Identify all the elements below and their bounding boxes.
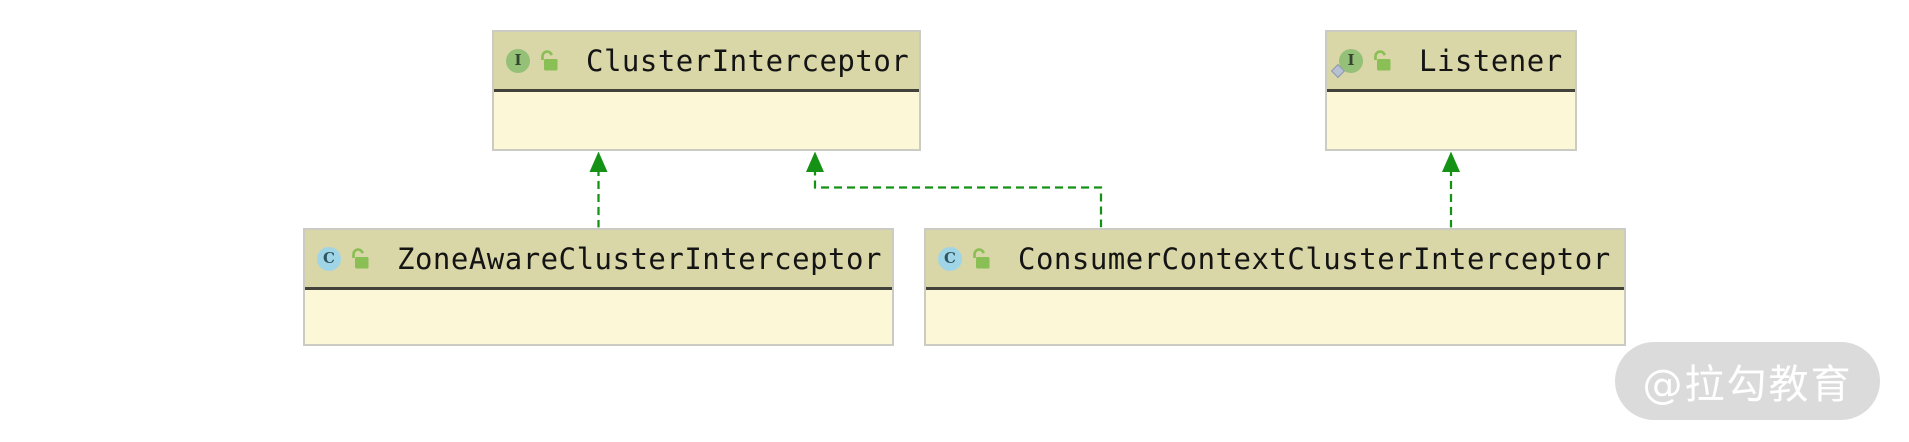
- fields-compartment: [305, 290, 892, 344]
- node-header: I ClusterInterceptor: [494, 32, 919, 92]
- public-open-lock-icon: [541, 50, 558, 71]
- class-node-consumercontextclusterinterceptor[interactable]: C ConsumerContextClusterInterceptor: [924, 228, 1626, 346]
- node-header: I Listener: [1327, 32, 1575, 92]
- implements-arrowhead: [589, 151, 608, 172]
- fields-compartment: [1327, 92, 1575, 149]
- class-icon: C: [317, 246, 341, 271]
- public-open-lock-icon: [1374, 50, 1391, 71]
- edge-consumercontext-implements-listener: [1442, 151, 1460, 228]
- public-open-lock-icon: [352, 248, 369, 269]
- class-name-label: ZoneAwareClusterInterceptor: [397, 241, 882, 276]
- interface-node-clusterinterceptor[interactable]: I ClusterInterceptor: [492, 30, 921, 151]
- class-name-label: ClusterInterceptor: [586, 43, 910, 78]
- node-header: C ZoneAwareClusterInterceptor: [305, 230, 892, 290]
- watermark-text: @拉勾教育: [1642, 362, 1853, 408]
- fields-compartment: [926, 290, 1624, 344]
- watermark-badge: @拉勾教育: [1615, 342, 1880, 420]
- edge-zoneaware-implements-clusterinterceptor: [589, 151, 608, 228]
- public-open-lock-icon: [973, 248, 990, 269]
- edge-consumercontext-implements-clusterinterceptor: [806, 151, 1103, 228]
- implements-arrowhead: [806, 151, 824, 172]
- interface-node-listener[interactable]: I Listener: [1325, 30, 1577, 151]
- implements-arrowhead: [1442, 151, 1460, 172]
- class-node-zoneawareclusterinterceptor[interactable]: C ZoneAwareClusterInterceptor: [303, 228, 894, 346]
- class-name-label: ConsumerContextClusterInterceptor: [1018, 241, 1611, 276]
- fields-compartment: [494, 92, 919, 149]
- class-icon: C: [938, 246, 962, 271]
- class-name-label: Listener: [1419, 43, 1563, 78]
- interface-icon: I: [506, 48, 530, 73]
- node-header: C ConsumerContextClusterInterceptor: [926, 230, 1624, 290]
